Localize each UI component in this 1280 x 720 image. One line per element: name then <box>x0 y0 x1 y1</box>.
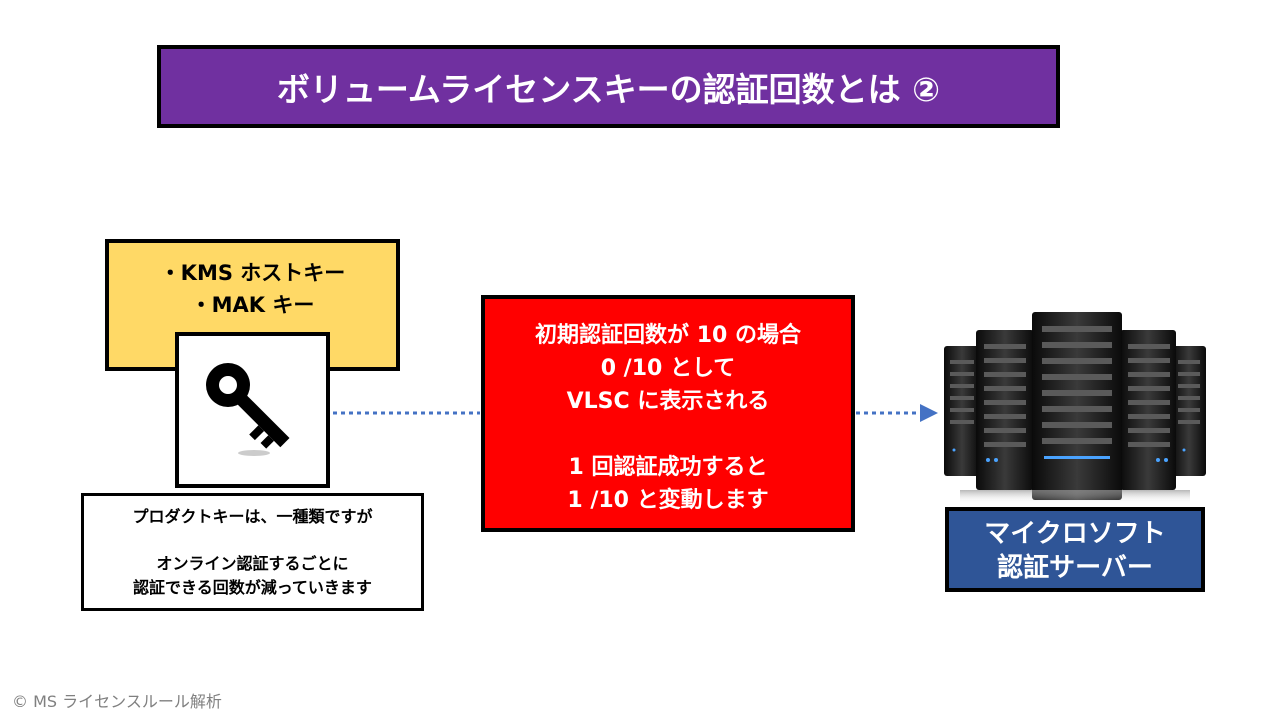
info-line-3: VLSC に表示される <box>566 389 770 414</box>
arrow-right-icon <box>333 404 938 422</box>
note-line-1: プロダクトキーは、一種類ですが <box>132 507 373 526</box>
slide-title-bar: ボリュームライセンスキーの認証回数とは ② <box>157 45 1060 128</box>
copyright-footer: © MS ライセンスルール解析 <box>12 692 222 711</box>
key-type-kms: ・KMS ホストキー <box>159 261 346 285</box>
info-box: 初期認証回数が 10 の場合 0 /10 として VLSC に表示される 1 回… <box>481 295 855 532</box>
info-line-4: 1 回認証成功すると <box>568 455 768 480</box>
info-line-5: 1 /10 と変動します <box>567 488 769 513</box>
server-rack-icon <box>944 312 1206 504</box>
info-line-1: 初期認証回数が 10 の場合 <box>535 323 801 348</box>
key-image-frame <box>175 332 330 488</box>
server-label-box: マイクロソフト 認証サーバー <box>945 507 1205 592</box>
server-label-line-2: 認証サーバー <box>997 553 1153 583</box>
server-label-line-1: マイクロソフト <box>984 519 1166 549</box>
note-line-2: オンライン認証するごとに <box>156 554 349 573</box>
key-icon <box>205 363 290 456</box>
note-box: プロダクトキーは、一種類ですが オンライン認証するごとに 認証できる回数が減って… <box>81 493 424 611</box>
note-line-3: 認証できる回数が減っていきます <box>133 578 372 597</box>
info-line-2: 0 /10 として <box>600 356 736 381</box>
slide-title: ボリュームライセンスキーの認証回数とは ② <box>276 69 941 109</box>
key-type-mak: ・MAK キー <box>190 293 315 317</box>
